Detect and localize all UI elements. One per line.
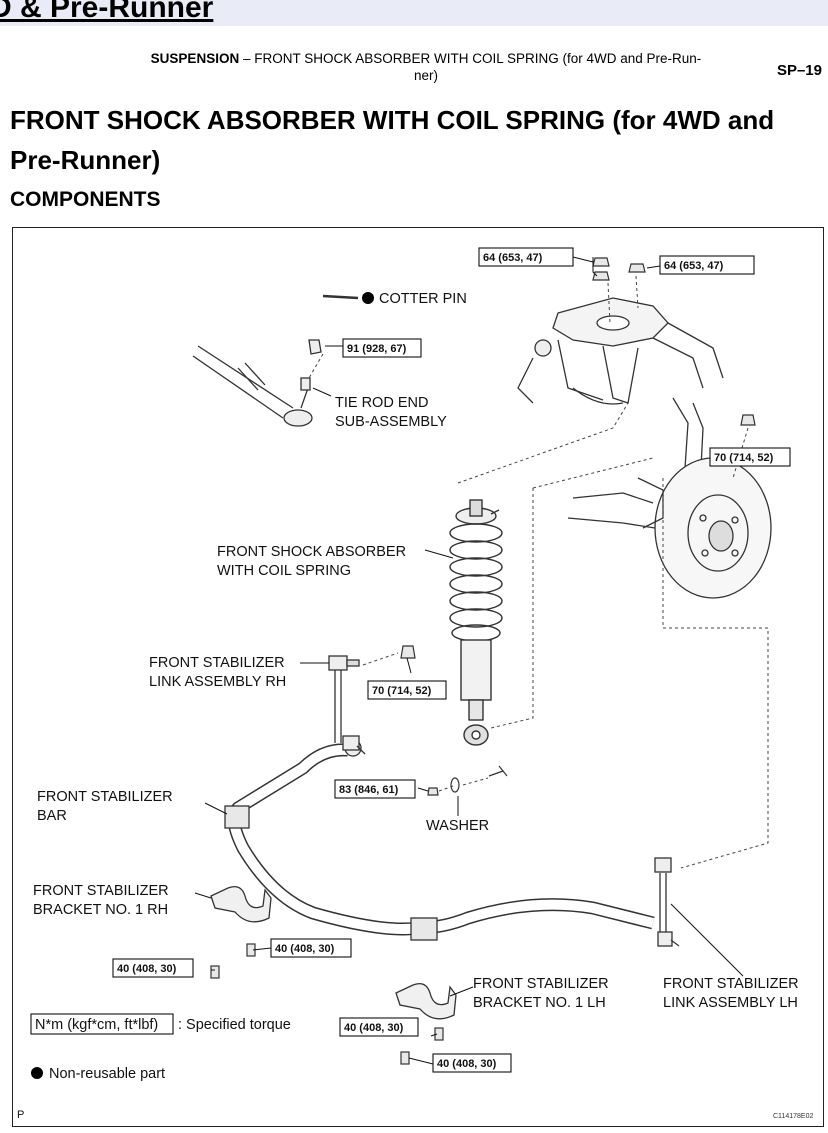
label-bar-1: FRONT STABILIZER [37,789,173,805]
torque-bracket-lh-a: 40 (408, 30) [344,1022,404,1034]
label-bar-2: BAR [37,808,67,824]
torque-shock-lower: 83 (846, 61) [339,784,399,796]
banner-title: D & Pre-Runner [0,0,214,24]
cotter-pin-illustration [322,292,374,304]
page-title: FRONT SHOCK ABSORBER WITH COIL SPRING (f… [10,105,775,175]
knuckle-hub-illustration [567,397,772,599]
label-bracket-rh-2: BRACKET NO. 1 RH [33,902,168,918]
page-number: SP–19 [776,62,822,79]
header-subtitle-1: FRONT SHOCK ABSORBER WITH COIL SPRING (f… [254,51,702,66]
top-banner: D & Pre-Runner [0,0,828,26]
stabilizer-bar-illustration [224,739,655,941]
torque-tie-rod: 91 (928, 67) [347,343,407,355]
label-link-rh-2: LINK ASSEMBLY RH [149,674,286,690]
legend-nonreusable: Non-reusable part [49,1066,165,1082]
legend-torque-unit: N*m (kgf*cm, ft*lbf) [35,1017,158,1033]
link-lh-illustration [654,857,680,947]
footer-code: C114178E02 [773,1113,813,1120]
header-section: SUSPENSION [150,51,240,66]
torque-boxes [30,247,791,1073]
label-washer: WASHER [426,818,489,834]
diagram-svg: 64 (653, 47) 64 (653, 47) 91 (928, 67) 7… [17,247,813,1121]
label-cotter-pin: COTTER PIN [379,291,467,307]
section-title: COMPONENTS [10,188,161,211]
link-rh-illustration [328,655,366,755]
label-shock-1: FRONT SHOCK ABSORBER [217,544,406,560]
nonreusable-dot-icon [31,1067,43,1079]
nuts-bolts [210,257,756,1065]
torque-knuckle: 70 (714, 52) [714,452,774,464]
label-tie-rod-2: SUB-ASSEMBLY [335,414,447,430]
header-dash: – [239,51,255,66]
components-diagram: 64 (653, 47) 64 (653, 47) 91 (928, 67) 7… [12,227,824,1127]
label-bracket-rh-1: FRONT STABILIZER [33,883,169,899]
label-bracket-lh-2: BRACKET NO. 1 LH [473,995,606,1011]
leader-lines [194,256,744,1065]
bracket-rh-illustration [210,885,272,923]
header-text: SUSPENSION – FRONT SHOCK ABSORBER WITH C… [86,50,766,84]
torque-upper-right: 64 (653, 47) [664,260,724,272]
label-link-rh-1: FRONT STABILIZER [149,655,285,671]
label-tie-rod-1: TIE ROD END [335,395,428,411]
footer-p: P [17,1109,24,1121]
bracket-lh-illustration [395,982,457,1020]
tie-rod-end-illustration [192,339,322,427]
label-link-lh-1: FRONT STABILIZER [663,976,799,992]
header-subtitle-2: ner) [413,68,438,83]
torque-bracket-rh-b: 40 (408, 30) [117,963,177,975]
torque-link-rh: 70 (714, 52) [372,685,432,697]
label-shock-2: WITH COIL SPRING [217,563,351,579]
legend-torque-desc: : Specified torque [178,1017,291,1033]
torque-bracket-lh-b: 40 (408, 30) [437,1058,497,1070]
torque-bracket-rh-a: 40 (408, 30) [275,943,335,955]
label-link-lh-2: LINK ASSEMBLY LH [663,995,798,1011]
shock-absorber-illustration [449,499,503,746]
label-bracket-lh-1: FRONT STABILIZER [473,976,609,992]
torque-upper-left: 64 (653, 47) [483,252,543,264]
upper-arm-illustration [517,297,724,405]
page-header: SUSPENSION – FRONT SHOCK ABSORBER WITH C… [0,50,828,90]
